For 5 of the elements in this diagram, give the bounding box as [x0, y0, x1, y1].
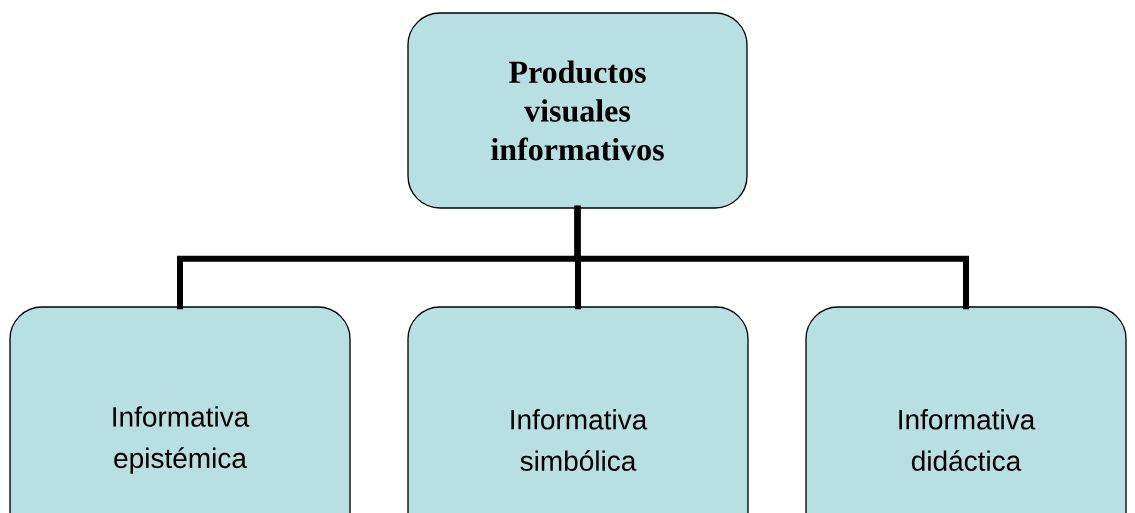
title-box: Productos visuales informativos — [407, 12, 748, 209]
category-box: Informativa epistémica — [9, 306, 351, 513]
category-box: Informativa simbólica — [407, 306, 749, 513]
connector-line — [574, 205, 969, 310]
category-box: Informativa didáctica — [805, 306, 1127, 513]
